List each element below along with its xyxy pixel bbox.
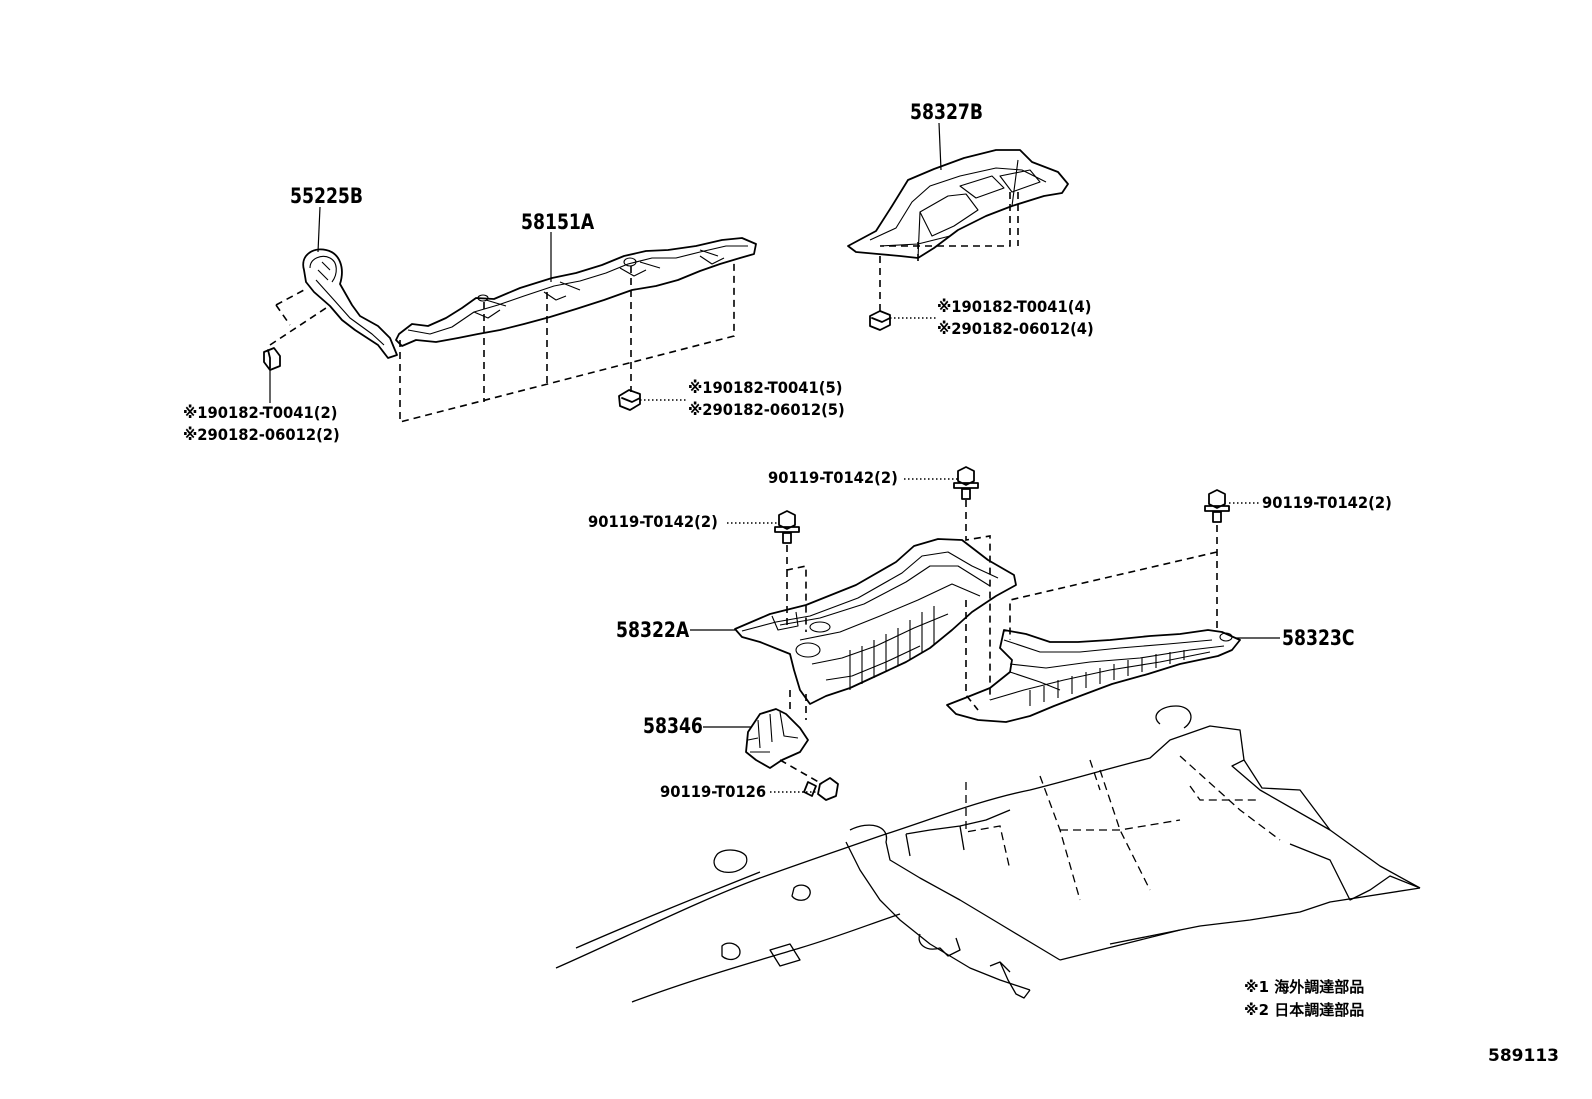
bolt-right-note[interactable]: 90119-T0142(2) xyxy=(1262,493,1392,512)
flange-nut-icon xyxy=(263,347,281,371)
legend-note-2: ※2 日本調達部品 xyxy=(1244,1000,1365,1019)
flange-bolt-icon xyxy=(1204,489,1230,523)
legend-note-1: ※1 海外調達部品 xyxy=(1244,978,1365,996)
flange-nut-icon xyxy=(618,389,641,411)
nut-right-note-2[interactable]: ※290182-06012(4) xyxy=(937,319,1094,338)
bolt-bottom-note[interactable]: 90119-T0126 xyxy=(660,782,767,801)
legend: ※1 海外調達部品 ※2 日本調達部品 xyxy=(1244,976,1364,1021)
leader-lines xyxy=(269,122,1280,793)
cover-58322a-drawing xyxy=(734,538,1017,705)
bracket-55225b-drawing xyxy=(302,248,398,359)
flange-bolt-icon xyxy=(774,510,800,544)
part-label-58151a[interactable]: 58151A xyxy=(521,210,595,234)
nut-mid-note-1[interactable]: ※190182-T0041(5) xyxy=(688,378,843,397)
nut-left-note-2[interactable]: ※290182-06012(2) xyxy=(183,425,340,444)
flange-bolt-icon xyxy=(953,466,979,500)
nut-left-note-1[interactable]: ※190182-T0041(2) xyxy=(183,403,338,422)
part-label-58327b[interactable]: 58327B xyxy=(910,100,984,124)
diagram-reference-number: 589113 xyxy=(1488,1046,1559,1066)
assembly-lines xyxy=(269,192,1218,785)
cover-58323c-drawing xyxy=(946,629,1241,723)
part-label-55225b[interactable]: 55225B xyxy=(290,184,364,208)
bolt-top-note[interactable]: 90119-T0142(2) xyxy=(768,468,898,487)
cover-58151a-drawing xyxy=(395,237,757,347)
bolt-left-note[interactable]: 90119-T0142(2) xyxy=(588,512,718,531)
part-label-58323c[interactable]: 58323C xyxy=(1282,626,1355,650)
bracket-58346-drawing xyxy=(745,708,809,769)
part-label-58322a[interactable]: 58322A xyxy=(616,618,690,642)
vehicle-frame-drawing xyxy=(555,705,1421,1003)
nut-right-note-1[interactable]: ※190182-T0041(4) xyxy=(937,297,1092,316)
nut-mid-note-2[interactable]: ※290182-06012(5) xyxy=(688,400,845,419)
flange-nut-icon xyxy=(869,310,891,331)
cover-58327b-drawing xyxy=(847,149,1069,259)
flange-bolt-icon xyxy=(803,777,839,801)
part-label-58346[interactable]: 58346 xyxy=(643,714,703,738)
